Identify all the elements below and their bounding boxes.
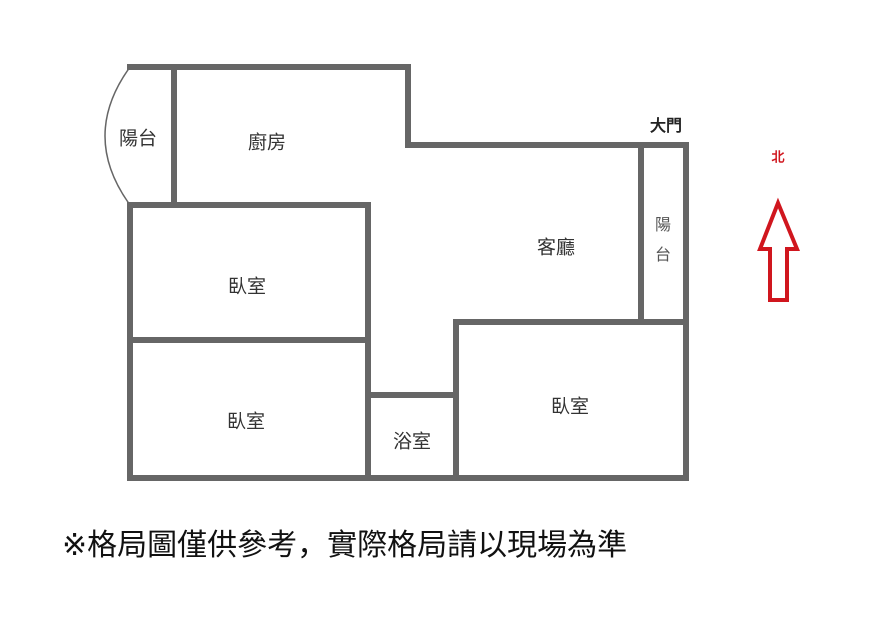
- outer-wall: [127, 64, 689, 481]
- room-label-balcony-east: 陽台: [654, 215, 671, 264]
- north-arrow-icon: [757, 197, 800, 302]
- balcony-arc: [104, 65, 132, 207]
- north-label: 北: [771, 150, 785, 166]
- room-label-bathroom: 浴室: [392, 430, 432, 453]
- room-label-balcony-west: 陽台: [118, 127, 158, 150]
- wall-bedroom3: [453, 319, 689, 481]
- disclaimer-note: ※格局圖僅供參考，實際格局請以現場為準: [62, 528, 628, 563]
- main-door-label: 大門: [649, 116, 683, 135]
- room-label-living-room: 客廳: [536, 236, 576, 259]
- room-label-kitchen: 廚房: [247, 131, 287, 154]
- wall-bedroom1-top: [127, 202, 371, 481]
- room-label-bedroom-3: 臥室: [550, 395, 590, 418]
- room-label-bedroom-2: 臥室: [226, 410, 266, 433]
- room-label-bedroom-1: 臥室: [227, 275, 267, 298]
